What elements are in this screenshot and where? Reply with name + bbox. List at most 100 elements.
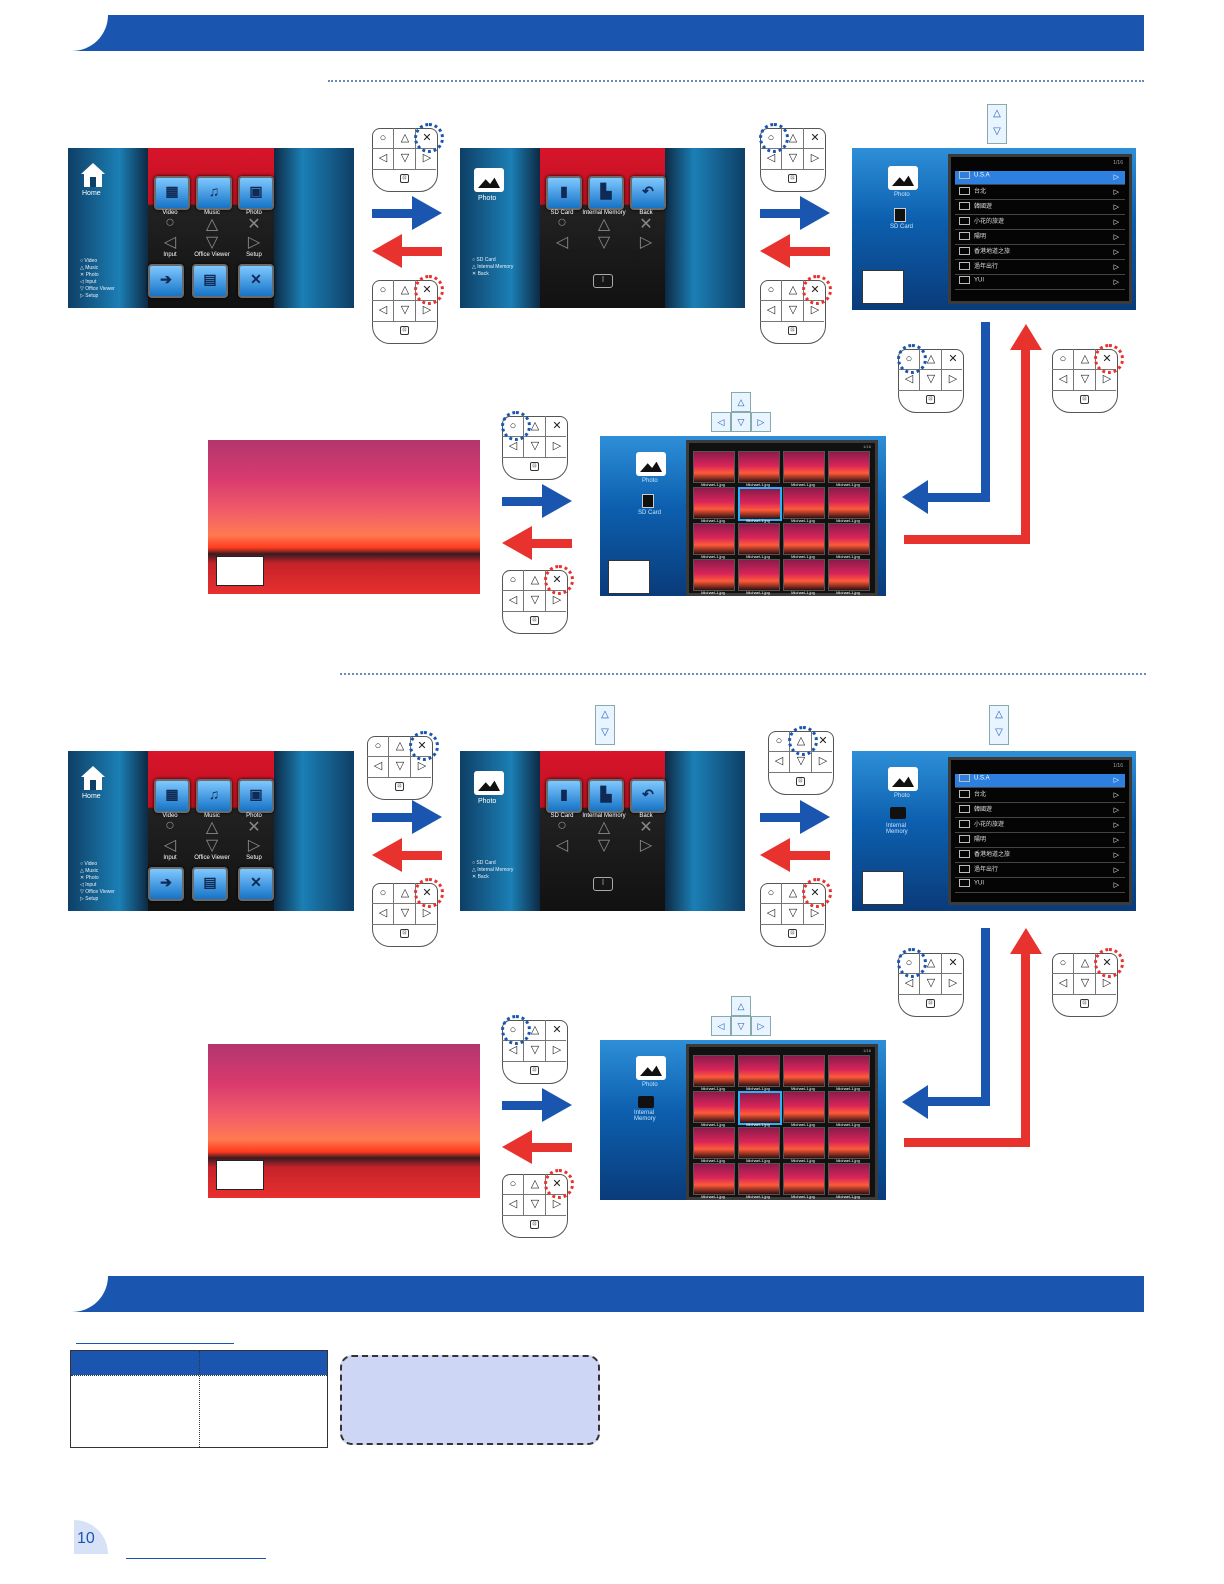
folder-row[interactable]: YUI▷ <box>955 879 1125 893</box>
back-tile[interactable]: ↶ <box>630 779 666 813</box>
setup-tile[interactable]: ✕ <box>238 264 274 298</box>
folder-row[interactable]: YUI▷ <box>955 276 1125 290</box>
photo-thumbnail[interactable] <box>693 451 735 483</box>
photo-thumbnail[interactable] <box>828 487 870 519</box>
sd-card-tile[interactable]: ▮ <box>546 779 582 813</box>
photo-thumbnail[interactable] <box>693 559 735 591</box>
table-caption-underline <box>76 1343 234 1344</box>
photo-thumbnail[interactable] <box>783 487 825 519</box>
photo-thumbnail[interactable] <box>738 1163 780 1195</box>
input-tile[interactable]: ➔ <box>148 264 184 298</box>
photo-thumbnail[interactable] <box>783 451 825 483</box>
photo-thumbnail[interactable] <box>783 1127 825 1159</box>
thumbnail-caption: Michael-1.jpg <box>791 518 815 523</box>
home-label: Home <box>82 793 101 800</box>
sd-card-tile[interactable]: ▮ <box>546 176 582 210</box>
direction-keys-icon: △ ◁ ▽ ▷ <box>711 392 771 432</box>
down-icon: ▽ <box>205 234 219 251</box>
folder-row[interactable]: 香港地道之旅▷ <box>955 849 1125 863</box>
photo-tile[interactable]: ▣ <box>238 176 274 210</box>
flow-line-red <box>904 535 1030 544</box>
photo-thumbnail[interactable] <box>828 559 870 591</box>
internal-memory-icon <box>638 1096 654 1108</box>
photo-thumbnail[interactable] <box>828 1091 870 1123</box>
input-tile[interactable]: ➔ <box>148 867 184 901</box>
photo-thumbnail[interactable] <box>693 1091 735 1123</box>
music-tile[interactable]: ♫ <box>196 176 232 210</box>
folder-row[interactable]: 過年出行▷ <box>955 864 1125 878</box>
forward-arrow <box>372 800 442 834</box>
video-tile[interactable]: ▦ <box>154 779 190 813</box>
tile-label: Internal Memory <box>582 210 626 216</box>
folder-row[interactable]: 韓國遊▷ <box>955 201 1125 215</box>
photo-thumbnail[interactable] <box>783 559 825 591</box>
photo-thumbnail[interactable] <box>738 1091 782 1125</box>
photo-thumbnail[interactable] <box>693 1055 735 1087</box>
remote-pad-cross-blue: ○ △ ✕ ◁ ▽ ▷ ⊡ <box>372 123 444 192</box>
folder-row[interactable]: 小花的旅遊▷ <box>955 216 1125 230</box>
back-arrow <box>502 1130 572 1164</box>
folder-row[interactable]: 香港地道之旅▷ <box>955 246 1125 260</box>
tile-label: Back <box>639 813 653 819</box>
office-viewer-tile[interactable]: ▤ <box>192 867 228 901</box>
photo-thumbnail[interactable] <box>783 1055 825 1087</box>
triangle-icon: △ <box>597 216 611 233</box>
office-viewer-tile[interactable]: ▤ <box>192 264 228 298</box>
folder-row[interactable]: U.S.A▷ <box>955 171 1125 185</box>
tile-label: Video <box>162 813 178 819</box>
folder-row[interactable]: 陽明▷ <box>955 231 1125 245</box>
photo-thumbnail[interactable] <box>783 1163 825 1195</box>
remote-pad-circle-blue: ○ △ ✕ ◁ ▽ ▷ ⊡ <box>897 344 964 413</box>
ok-icon: I <box>593 274 613 288</box>
video-tile[interactable]: ▦ <box>154 176 190 210</box>
folder-row[interactable]: U.S.A▷ <box>955 774 1125 788</box>
photo-thumbnail[interactable] <box>693 523 735 555</box>
folder-row[interactable]: 台北▷ <box>955 789 1125 803</box>
thumbnail-caption: Michael-1.jpg <box>746 554 770 559</box>
page-number: 10 <box>74 1520 108 1554</box>
photo-thumbnail[interactable] <box>783 1091 825 1123</box>
arrow-head-up <box>1010 928 1042 954</box>
photo-thumbnail[interactable] <box>828 1055 870 1087</box>
setup-tile[interactable]: ✕ <box>238 867 274 901</box>
folder-row[interactable]: 小花的旅遊▷ <box>955 819 1125 833</box>
folder-row[interactable]: 台北▷ <box>955 186 1125 200</box>
photo-thumbnail[interactable] <box>738 523 780 555</box>
photo-icon <box>636 452 666 476</box>
internal-memory-tile[interactable]: ▙ <box>588 779 624 813</box>
back-tile[interactable]: ↶ <box>630 176 666 210</box>
tile-label: Input <box>163 855 177 861</box>
photo-thumbnail[interactable] <box>738 451 780 483</box>
photo-thumbnail[interactable] <box>738 559 780 591</box>
photo-thumbnail[interactable] <box>693 1127 735 1159</box>
home-icon <box>80 162 106 188</box>
music-tile[interactable]: ♫ <box>196 779 232 813</box>
photo-icon <box>888 166 918 190</box>
tile-label: Internal Memory <box>582 813 626 819</box>
left-icon: ◁ <box>163 837 177 854</box>
playback-controls <box>216 556 264 586</box>
photo-thumbnail[interactable] <box>828 1127 870 1159</box>
photo-thumbnail[interactable] <box>828 451 870 483</box>
folder-row[interactable]: 韓國遊▷ <box>955 804 1125 818</box>
photo-thumbnail[interactable] <box>828 523 870 555</box>
photo-thumbnail[interactable] <box>783 523 825 555</box>
photo-thumbnail[interactable] <box>693 487 735 519</box>
photo-thumbnail[interactable] <box>828 1163 870 1195</box>
internal-memory-icon <box>890 807 906 819</box>
photo-thumbnail[interactable] <box>738 1055 780 1087</box>
folder-row[interactable]: 陽明▷ <box>955 834 1125 848</box>
thumbnail-caption: Michael-1.jpg <box>791 482 815 487</box>
tile-label: Input <box>163 252 177 258</box>
folder-row[interactable]: 過年出行▷ <box>955 261 1125 275</box>
photo-thumbnail[interactable] <box>738 487 782 521</box>
internal-memory-tile[interactable]: ▙ <box>588 176 624 210</box>
photo-thumbnail[interactable] <box>738 1127 780 1159</box>
sd-card-icon <box>894 208 906 222</box>
photo-tile[interactable]: ▣ <box>238 779 274 813</box>
photo-thumbnail[interactable] <box>693 1163 735 1195</box>
arrow-head-up <box>1010 324 1042 350</box>
thumbnail-caption: Michael-1.jpg <box>746 1122 770 1127</box>
back-arrow <box>372 838 442 872</box>
